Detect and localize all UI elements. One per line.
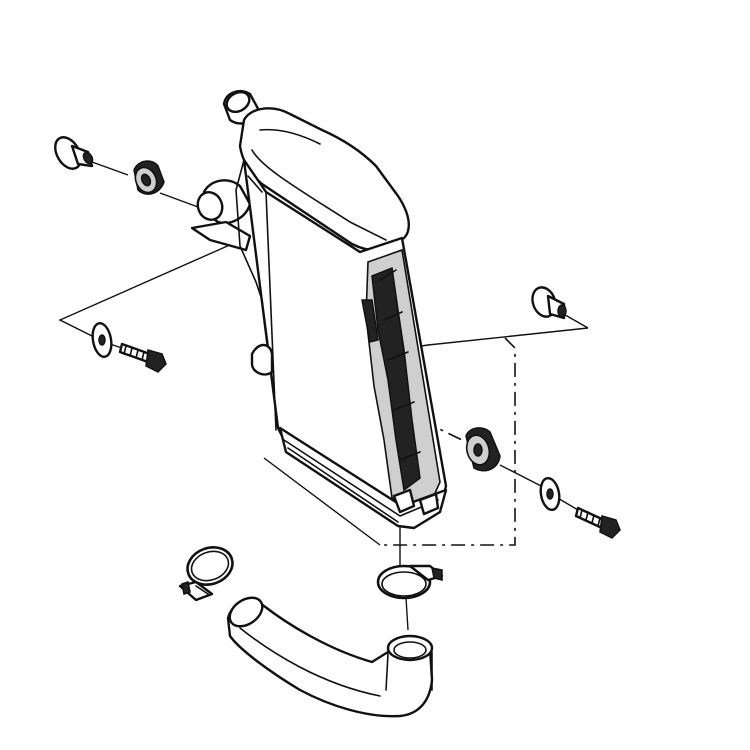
- bolt-icon: [574, 506, 621, 539]
- washer-icon: [91, 321, 113, 359]
- hose-clamp-icon: [178, 546, 234, 602]
- washer-icon: [539, 476, 561, 512]
- intercooler-icon: [190, 90, 448, 530]
- grommet-icon: [133, 160, 165, 195]
- grommet-icon: [465, 427, 501, 472]
- hose-icon: [226, 596, 434, 718]
- collar-icon: [531, 286, 567, 320]
- bolt-icon: [118, 342, 167, 373]
- hose-clamp-icon: [376, 564, 444, 600]
- collar-icon: [54, 136, 94, 170]
